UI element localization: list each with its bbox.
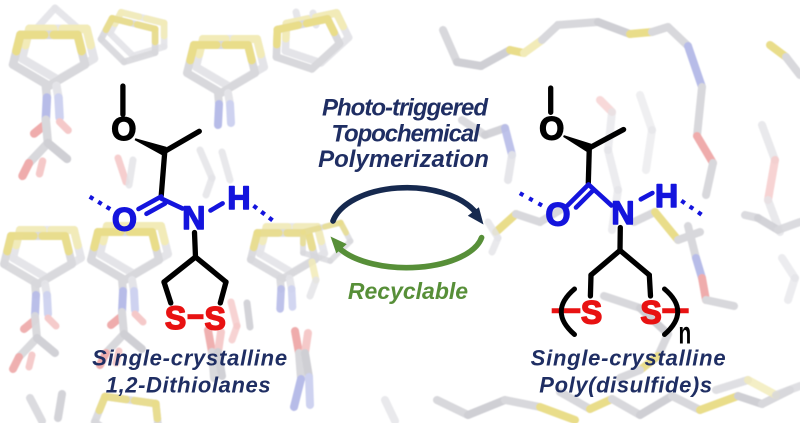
svg-text:S: S <box>205 300 226 336</box>
svg-text:Recyclable: Recyclable <box>348 278 468 304</box>
svg-text:S: S <box>581 294 602 330</box>
svg-text:O: O <box>111 111 136 147</box>
svg-text:H: H <box>227 180 250 216</box>
svg-text:1,2-Dithiolanes: 1,2-Dithiolanes <box>106 373 271 398</box>
svg-text:S: S <box>165 300 186 336</box>
svg-text:Topochemical: Topochemical <box>331 121 481 148</box>
svg-text:S: S <box>640 294 661 330</box>
svg-text:N: N <box>611 195 634 231</box>
svg-text:Photo-triggered: Photo-triggered <box>322 94 489 121</box>
svg-text:Single-crystalline: Single-crystalline <box>531 345 727 370</box>
svg-text:Poly(disulfide)s: Poly(disulfide)s <box>539 373 712 398</box>
svg-text:H: H <box>655 178 678 214</box>
svg-text:Single-crystalline: Single-crystalline <box>92 345 288 370</box>
svg-text:n: n <box>678 315 691 350</box>
svg-text:Polymerization: Polymerization <box>318 146 489 173</box>
svg-text:O: O <box>546 196 571 232</box>
svg-text:O: O <box>539 110 564 146</box>
svg-text:N: N <box>182 200 205 236</box>
svg-text:O: O <box>112 201 137 237</box>
